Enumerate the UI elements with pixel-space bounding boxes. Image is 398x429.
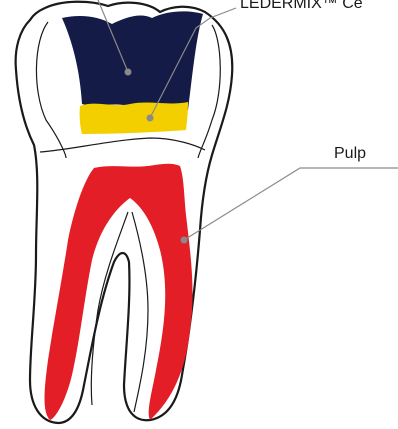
liner-material: [80, 102, 188, 134]
material-label: LEDERMIX™ Ce: [240, 0, 363, 12]
material-leader-dot: [147, 115, 154, 122]
material-leader-dot-top: [125, 69, 132, 76]
pulp-leader-line: [184, 168, 398, 240]
pulp-leader-dot: [181, 237, 188, 244]
filling-material: [62, 11, 203, 110]
pulp-label: Pulp: [334, 145, 366, 162]
